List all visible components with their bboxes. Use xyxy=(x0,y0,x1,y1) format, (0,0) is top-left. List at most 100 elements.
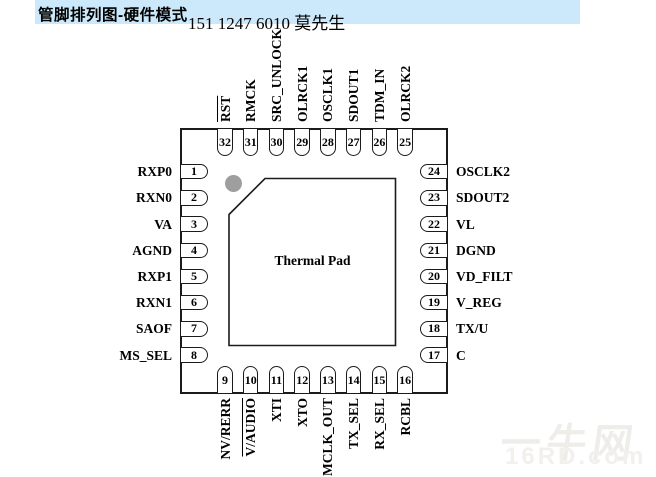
pin-number: 7 xyxy=(191,321,197,336)
pin-number: 12 xyxy=(296,372,309,387)
pin-number: 1 xyxy=(191,164,197,179)
pin-4-pad: 4 xyxy=(180,242,208,259)
pin-23-label: SDOUT2 xyxy=(456,190,510,206)
pin-number: 19 xyxy=(428,295,440,310)
pin-30-pad: 30 xyxy=(268,128,285,156)
pin-31-label: RMCK xyxy=(243,79,259,122)
pin-16-label: RCBL xyxy=(397,398,413,436)
pin-number: 25 xyxy=(399,134,412,149)
pin-number: 14 xyxy=(347,372,360,387)
pin-6-pad: 6 xyxy=(180,294,208,311)
pin-32-label: RST xyxy=(217,95,233,122)
pin-12-label: XTO xyxy=(294,398,310,428)
pin-number: 26 xyxy=(373,134,386,149)
pin-number: 30 xyxy=(270,134,283,149)
pin-number: 27 xyxy=(347,134,360,149)
pin-number: 24 xyxy=(428,164,440,179)
pin-7-label: SAOF xyxy=(135,321,172,337)
pin-27-label: SDOUT1 xyxy=(346,68,362,122)
pin-12-pad: 12 xyxy=(294,366,310,394)
pin-number: 17 xyxy=(428,347,440,362)
pin-number: 5 xyxy=(191,268,197,283)
pin1-indicator-dot xyxy=(225,175,242,192)
watermark-url: 16RD.com xyxy=(505,443,647,470)
pin-25-pad: 25 xyxy=(397,128,413,156)
pin-29-label: OLRCK1 xyxy=(294,65,310,122)
pin-3-pad: 3 xyxy=(180,216,208,232)
pin-21-label: DGND xyxy=(456,242,496,258)
pin-21-pad: 21 xyxy=(420,242,448,259)
pin-1-label: RXP0 xyxy=(137,164,173,180)
pin-13-label: MCLK_OUT xyxy=(320,398,336,477)
pin-7-pad: 7 xyxy=(180,321,208,337)
pin-11-pad: 11 xyxy=(268,366,285,394)
pin-5-label: RXP1 xyxy=(137,268,173,284)
pin-19-label: V_REG xyxy=(456,295,502,311)
pin-number: 6 xyxy=(191,295,197,310)
pin-number: 10 xyxy=(244,372,257,387)
pin-17-label: C xyxy=(456,347,466,363)
contact-text: 151 1247 6010 莫先生 xyxy=(188,14,346,33)
pin-26-label: TDM_IN xyxy=(371,68,387,122)
pin-number: 23 xyxy=(428,190,440,205)
pin-number: 15 xyxy=(373,372,386,387)
pin-29-pad: 29 xyxy=(294,128,310,156)
pin-17-pad: 17 xyxy=(420,347,448,363)
pin-25-label: OLRCK2 xyxy=(397,65,413,122)
pin-number: 3 xyxy=(191,216,197,231)
pin-9-pad: 9 xyxy=(217,366,233,394)
pin-6-label: RXN1 xyxy=(136,295,172,311)
pin-19-pad: 19 xyxy=(420,294,448,311)
pin-number: 32 xyxy=(219,134,231,149)
pin-number: 11 xyxy=(270,372,283,387)
pin-9-label: NV/RERR xyxy=(217,398,233,460)
pin-23-pad: 23 xyxy=(420,190,448,206)
thermal-pad-label: Thermal Pad xyxy=(274,253,351,268)
pin-8-label: MS_SEL xyxy=(119,347,172,363)
pin-28-label: OSCLK1 xyxy=(320,67,336,122)
pin-1-pad: 1 xyxy=(180,163,208,180)
pin-number: 28 xyxy=(321,134,334,149)
page-title: 管脚排列图-硬件模式 xyxy=(38,7,188,24)
pin-20-pad: 20 xyxy=(420,268,448,285)
pin-32-pad: 32 xyxy=(217,128,233,156)
pin-10-pad: 10 xyxy=(242,366,259,394)
pin-18-label: TX/U xyxy=(456,321,489,337)
pin-30-label: SRC_UNLOCK xyxy=(268,28,284,122)
pin-22-label: VL xyxy=(456,216,475,232)
pin-18-pad: 18 xyxy=(420,321,448,337)
pin-15-label: RX_SEL xyxy=(371,398,387,450)
pin-number: 29 xyxy=(296,134,309,149)
pin-number: 2 xyxy=(191,190,197,205)
pin-3-label: VA xyxy=(154,216,172,232)
header-highlight-bar xyxy=(35,0,580,24)
pin-27-pad: 27 xyxy=(345,128,362,156)
pin-number: 22 xyxy=(428,216,440,231)
pin-number: 13 xyxy=(321,372,334,387)
pin-31-pad: 31 xyxy=(242,128,259,156)
pin-24-pad: 24 xyxy=(420,163,448,180)
pin-2-label: RXN0 xyxy=(136,190,172,206)
pin-number: 21 xyxy=(428,242,440,257)
pin-number: 8 xyxy=(191,347,197,362)
pin-16-pad: 16 xyxy=(397,366,413,394)
pin-5-pad: 5 xyxy=(180,268,208,285)
pin-11-label: XTI xyxy=(268,398,284,423)
pin-number: 16 xyxy=(399,372,412,387)
pin-22-pad: 22 xyxy=(420,216,448,232)
pin-number: 18 xyxy=(428,321,440,336)
pin-20-label: VD_FILT xyxy=(456,268,513,284)
pin-number: 9 xyxy=(222,372,228,387)
pin-4-label: AGND xyxy=(132,242,172,258)
pin-26-pad: 26 xyxy=(371,128,388,156)
pin-10-label: V/AUDIO xyxy=(243,398,259,457)
pin-24-label: OSCLK2 xyxy=(456,164,511,180)
pin-15-pad: 15 xyxy=(371,366,388,394)
pin-8-pad: 8 xyxy=(180,347,208,363)
pin-13-pad: 13 xyxy=(320,366,336,394)
pin-number: 20 xyxy=(428,268,440,283)
pin-14-label: TX_SEL xyxy=(346,398,362,450)
pin-14-pad: 14 xyxy=(345,366,362,394)
pin-2-pad: 2 xyxy=(180,190,208,206)
